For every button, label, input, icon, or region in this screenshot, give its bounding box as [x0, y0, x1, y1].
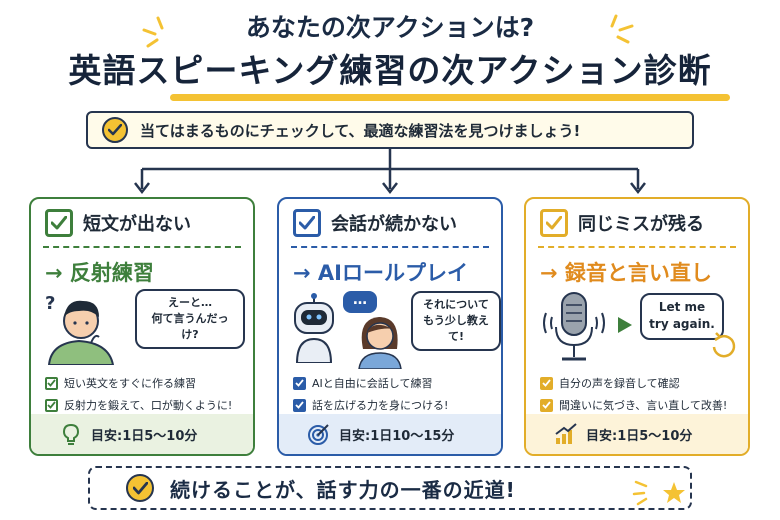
check-circle-icon — [126, 474, 154, 502]
play-arrow-icon — [618, 317, 632, 333]
instruction-text: 当てはまるものにチェックして、最適な練習法を見つけましょう! — [140, 121, 581, 140]
card-footer: 目安:1日10〜15分 — [279, 414, 501, 454]
connector-arrows — [134, 149, 646, 195]
speech-bubble: それについて もう少し教えて! — [411, 291, 501, 351]
list-item: 反射力を鍛えて、口が動くように! — [45, 397, 232, 413]
time-estimate: 目安:1日5〜10分 — [91, 428, 198, 444]
thinking-person-icon: ? — [45, 293, 115, 365]
bubble-line: えーと… — [168, 296, 212, 309]
illustration-ai-chat: … それについて もう少し教えて! — [287, 287, 501, 369]
robot-icon — [294, 293, 334, 363]
list-item: AIと自由に会話して練習 — [293, 375, 448, 391]
card-repeated-mistakes: 同じミスが残る → 録音と言い直し Let me try again. — [524, 197, 750, 456]
method-label: → 録音と言い直し — [540, 261, 712, 285]
list-item: 自分の声を録音して確認 — [540, 375, 727, 391]
sparkle-left-icon — [142, 16, 164, 48]
card-heading: 同じミスが残る — [540, 209, 704, 237]
illustration-recording: Let me try again. — [534, 287, 744, 365]
bottom-message: 続けることが、話す力の一番の近道! — [88, 466, 692, 510]
ai-typing-bubble: … — [343, 291, 377, 313]
instruction-banner: 当てはまるものにチェックして、最適な練習法を見つけましょう! — [86, 111, 694, 149]
title-line1: あなたの次アクションは? — [245, 13, 535, 42]
bubble-line: 何て言うんだっけ? — [151, 311, 229, 341]
check-icon — [45, 376, 58, 390]
check-circle-icon — [102, 117, 128, 143]
bubble-line: try again. — [649, 317, 715, 332]
list-item: 短い英文をすぐに作る練習 — [45, 375, 232, 391]
list-item: 話を広げる力を身につける! — [293, 397, 448, 413]
divider — [291, 246, 489, 248]
illustration-thinking-person: ? えーと… 何て言うんだっけ? — [39, 287, 249, 365]
woman-icon — [358, 317, 402, 369]
bottom-message-text: 続けることが、話す力の一番の近道! — [170, 477, 516, 502]
bubble-line: Let me — [658, 300, 706, 314]
card-heading-text: 会話が続かない — [331, 214, 457, 235]
card-heading: 会話が続かない — [293, 209, 457, 237]
bullet-text: 短い英文をすぐに作る練習 — [64, 377, 196, 390]
check-icon — [45, 398, 58, 412]
bullet-list: 自分の声を録音して確認 間違いに気づき、言い直して改善! — [540, 375, 727, 419]
speech-bubble: Let me try again. — [640, 293, 724, 340]
sparkle-right-icon — [610, 14, 634, 44]
retry-arrow-icon — [712, 332, 736, 358]
time-estimate: 目安:1日5〜10分 — [586, 428, 693, 444]
check-icon — [540, 398, 553, 412]
bullet-text: 自分の声を録音して確認 — [559, 377, 680, 390]
sparkle-bottom-icon — [632, 480, 685, 506]
divider — [538, 246, 736, 248]
checkbox-icon[interactable] — [293, 209, 321, 237]
microphone-icon — [543, 292, 605, 361]
card-short-sentence: 短文が出ない → 反射練習 ? えーと… 何て言うんだっけ? 短い英文をすぐに作… — [29, 197, 255, 456]
bullet-text: 間違いに気づき、言い直して改善! — [559, 399, 728, 412]
bullet-text: 反射力を鍛えて、口が動くように! — [64, 399, 233, 412]
method-label: → AIロールプレイ — [293, 261, 468, 285]
bullet-text: 話を広げる力を身につける! — [312, 399, 449, 412]
card-heading-text: 同じミスが残る — [578, 214, 704, 235]
card-heading-text: 短文が出ない — [83, 214, 191, 235]
check-icon — [293, 376, 306, 390]
svg-text:?: ? — [45, 293, 55, 314]
check-icon — [540, 376, 553, 390]
method-label: → 反射練習 — [45, 261, 154, 285]
card-conversation: 会話が続かない → AIロールプレイ … それについて もう少し教えて! AIと — [277, 197, 503, 456]
title-underline — [170, 94, 730, 101]
lightbulb-icon — [62, 423, 80, 445]
speech-bubble: えーと… 何て言うんだっけ? — [135, 289, 245, 349]
check-icon — [293, 398, 306, 412]
card-heading: 短文が出ない — [45, 209, 191, 237]
checkbox-icon[interactable] — [45, 209, 73, 237]
bullet-list: 短い英文をすぐに作る練習 反射力を鍛えて、口が動くように! — [45, 375, 232, 419]
card-footer: 目安:1日5〜10分 — [31, 414, 253, 454]
growth-chart-icon — [555, 423, 577, 444]
checkbox-icon[interactable] — [540, 209, 568, 237]
time-estimate: 目安:1日10〜15分 — [339, 428, 455, 444]
card-footer: 目安:1日5〜10分 — [526, 414, 748, 454]
bubble-line: それについて — [423, 298, 489, 311]
list-item: 間違いに気づき、言い直して改善! — [540, 397, 727, 413]
bullet-list: AIと自由に会話して練習 話を広げる力を身につける! — [293, 375, 448, 419]
target-icon — [308, 424, 329, 445]
bullet-text: AIと自由に会話して練習 — [312, 377, 433, 390]
divider — [43, 246, 241, 248]
title-line2: 英語スピーキング練習の次アクション診断 — [68, 51, 712, 90]
bubble-line: もう少し教えて! — [423, 313, 489, 343]
